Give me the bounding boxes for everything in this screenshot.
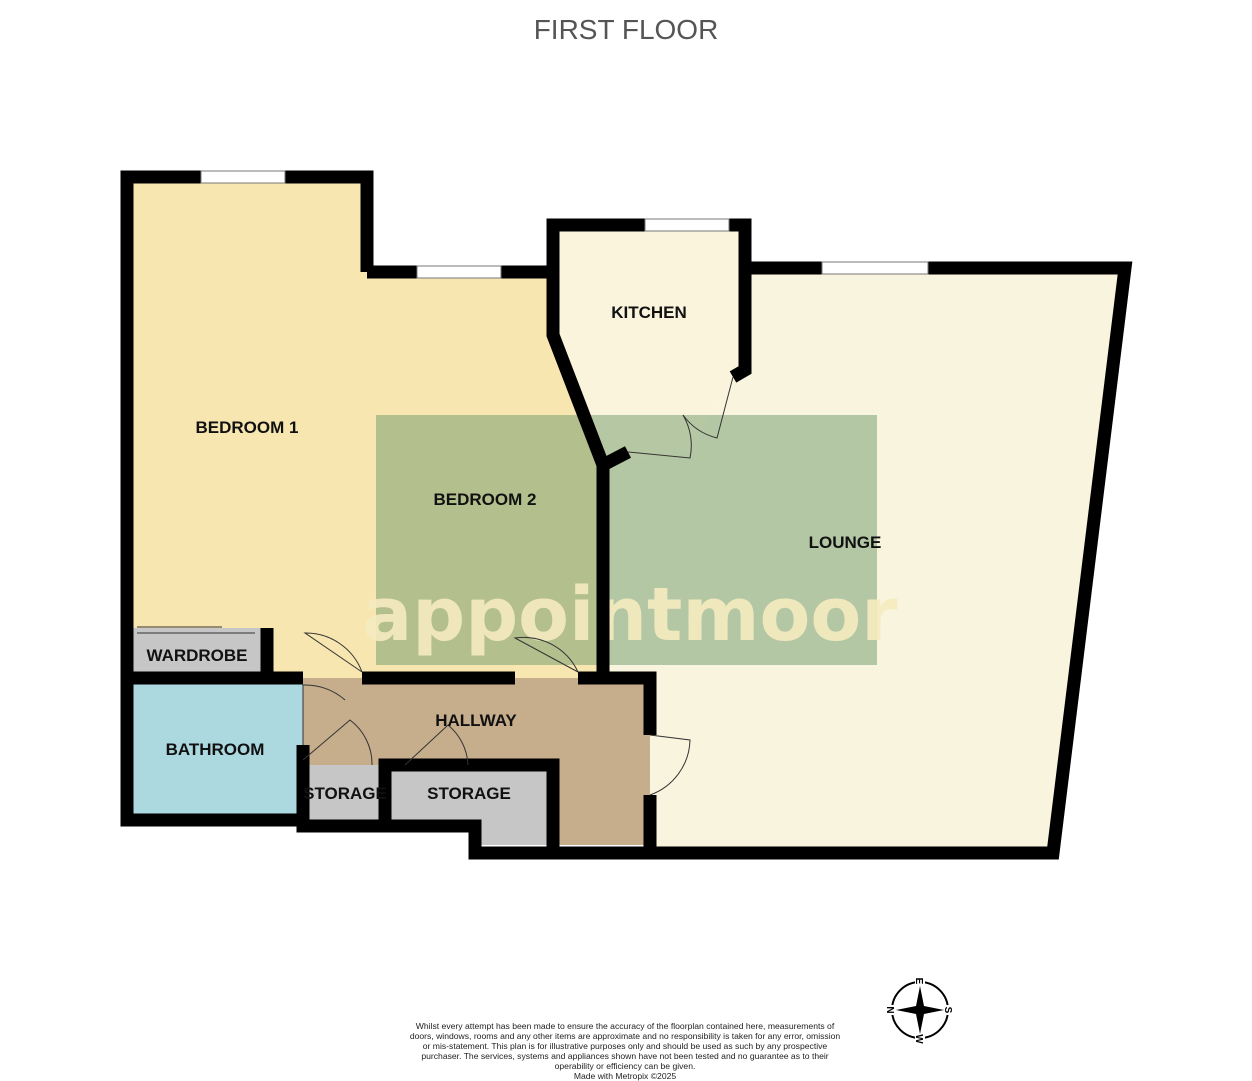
disclaimer-text: Whilst every attempt has been made to en… [409,1021,841,1071]
windows [200,170,929,279]
watermark-logo: appointmoor [362,572,898,658]
floor-title: FIRST FLOOR [533,14,719,45]
room-bedroom1 [127,177,367,678]
label-storage2: STORAGE [427,784,511,803]
label-wardrobe: WARDROBE [146,646,247,665]
credit-text: Made with Metropix ©2025 [573,1071,677,1081]
room-storage2 [385,765,553,845]
label-bathroom: BATHROOM [166,740,265,759]
room-bathroom [127,678,303,820]
label-bedroom1: BEDROOM 1 [196,418,299,437]
compass-icon: E N S W [884,976,954,1044]
room-wardrobe [133,628,268,672]
compass-n: N [884,1006,895,1013]
disclaimer: Whilst every attempt has been made to en… [405,1021,845,1081]
label-kitchen: KITCHEN [611,303,687,322]
walls [120,170,1133,860]
label-bedroom2: BEDROOM 2 [434,490,537,509]
label-hallway: HALLWAY [435,711,517,730]
compass-w: W [913,1034,924,1044]
label-lounge: LOUNGE [809,533,882,552]
label-storage1: STORAGE [303,784,387,803]
room-storage1 [303,765,385,820]
compass-e: E [913,978,924,985]
doors [137,376,734,796]
compass-s: S [942,1007,953,1014]
room-kitchen [553,225,745,465]
